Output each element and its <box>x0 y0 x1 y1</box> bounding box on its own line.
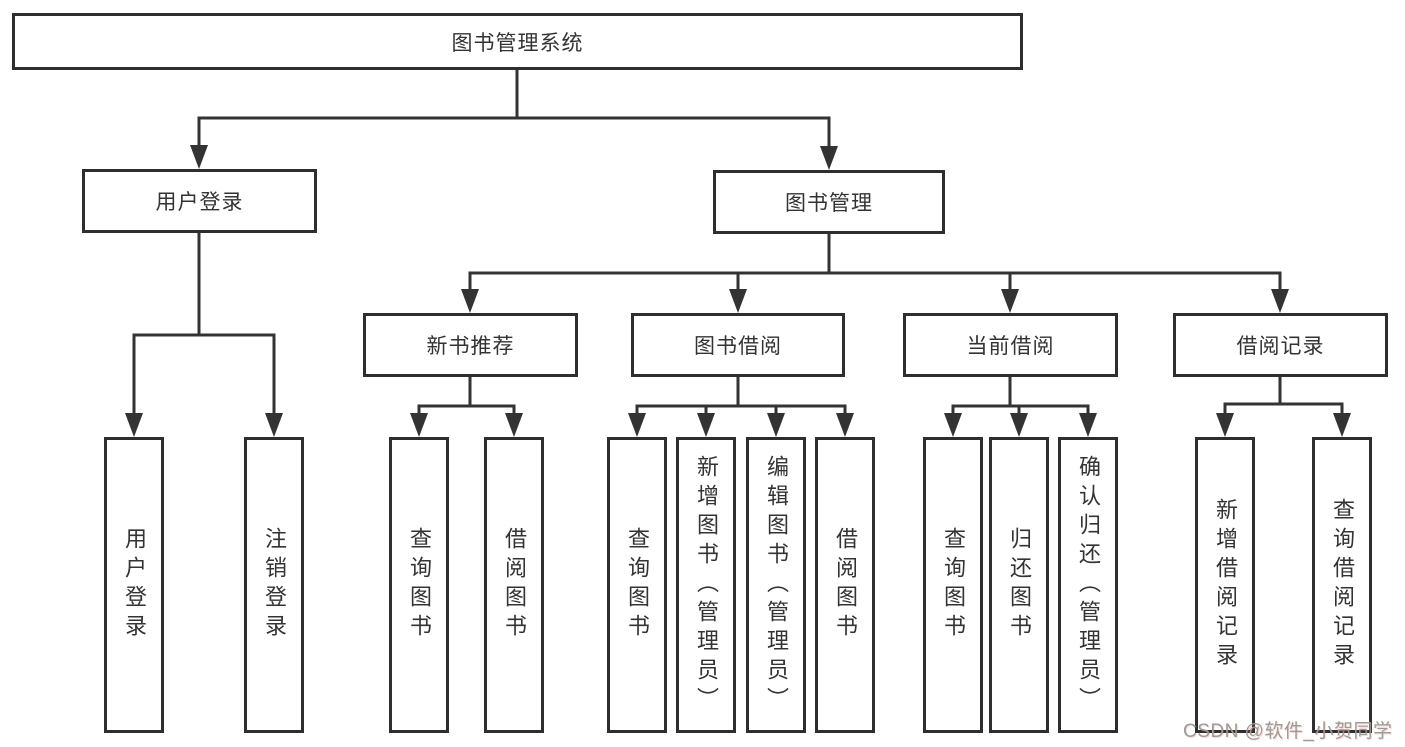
node-current-borrowing-label: 当前借阅 <box>966 335 1055 358</box>
leaf-user-login-label: 用户登录 <box>122 527 147 643</box>
node-root-system-label: 图书管理系统 <box>451 31 584 55</box>
leaf-add-books-admin-label: 新增图书（管理员） <box>694 454 719 716</box>
leaf-confirm-return-admin: 确认归还（管理员） <box>1058 437 1118 733</box>
node-borrowing-records-label: 借阅记录 <box>1236 335 1325 358</box>
leaf-query-books-1-label: 查询图书 <box>407 527 432 643</box>
leaf-query-books-2-label: 查询图书 <box>625 527 650 643</box>
leaf-query-books-3-label: 查询图书 <box>941 527 966 643</box>
leaf-add-borrow-record-label: 新增借阅记录 <box>1213 498 1238 672</box>
leaf-logout-label: 注销登录 <box>262 527 287 643</box>
leaf-query-borrow-record: 查询借阅记录 <box>1312 437 1372 733</box>
leaf-add-books-admin: 新增图书（管理员） <box>676 437 736 733</box>
leaf-query-books-3: 查询图书 <box>923 437 983 733</box>
leaf-query-books-2: 查询图书 <box>607 437 667 733</box>
node-book-borrowing: 图书借阅 <box>631 313 845 377</box>
leaf-borrow-books-1: 借阅图书 <box>484 437 544 733</box>
leaf-user-login: 用户登录 <box>104 437 164 733</box>
node-root-system: 图书管理系统 <box>12 13 1023 70</box>
leaf-edit-books-admin-label: 编辑图书（管理员） <box>764 454 789 716</box>
node-user-login: 用户登录 <box>82 169 317 233</box>
leaf-query-books-1: 查询图书 <box>389 437 449 733</box>
leaf-borrow-books-2: 借阅图书 <box>815 437 875 733</box>
node-current-borrowing: 当前借阅 <box>903 313 1118 377</box>
csdn-watermark: CSDN @软件_小贺同学 <box>1183 721 1393 742</box>
leaf-add-borrow-record: 新增借阅记录 <box>1195 437 1255 733</box>
connector-lines <box>132 70 1344 416</box>
node-book-management-label: 图书管理 <box>785 192 873 215</box>
leaf-query-borrow-record-label: 查询借阅记录 <box>1330 498 1355 672</box>
leaf-confirm-return-admin-label: 确认归还（管理员） <box>1076 454 1101 716</box>
leaf-logout: 注销登录 <box>244 437 304 733</box>
leaf-return-books-label: 归还图书 <box>1007 527 1032 643</box>
arrowhead-icons <box>125 145 1351 437</box>
node-book-borrowing-label: 图书借阅 <box>694 335 782 358</box>
node-borrowing-records: 借阅记录 <box>1173 313 1388 377</box>
leaf-edit-books-admin: 编辑图书（管理员） <box>746 437 806 733</box>
node-book-management: 图书管理 <box>713 170 945 234</box>
node-new-book-recommendation-label: 新书推荐 <box>426 335 515 358</box>
leaf-borrow-books-1-label: 借阅图书 <box>502 527 527 643</box>
leaf-return-books: 归还图书 <box>989 437 1049 733</box>
node-user-login-label: 用户登录 <box>155 191 244 214</box>
leaf-borrow-books-2-label: 借阅图书 <box>833 527 858 643</box>
node-new-book-recommendation: 新书推荐 <box>363 313 578 377</box>
